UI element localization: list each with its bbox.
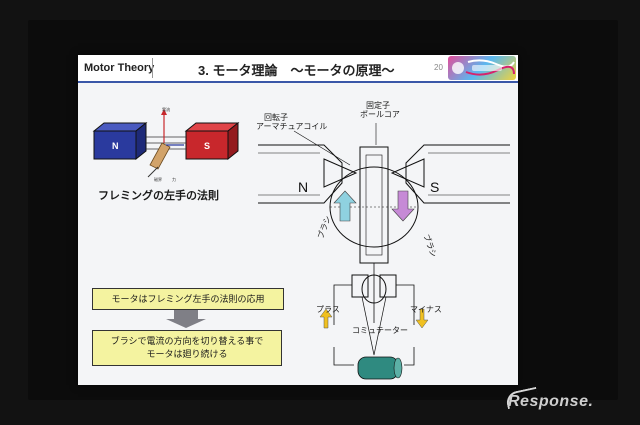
svg-text:N: N (112, 141, 119, 151)
svg-text:S: S (204, 141, 210, 151)
svg-text:力: 力 (172, 176, 176, 182)
plus-label: プラス (316, 305, 340, 314)
rotor-label-line2: アーマチュアコイル (256, 122, 327, 131)
rotor-label-line1: 回転子 (264, 113, 288, 122)
stator-label-line2: ポールコア (360, 110, 400, 119)
slide-title: 3. モータ理論 ～モータの原理～ (198, 60, 394, 79)
header-divider (152, 58, 153, 78)
svg-text:磁界: 磁界 (154, 176, 162, 182)
svg-text:N: N (298, 179, 308, 195)
commutator-label: コミュテーター (352, 326, 408, 335)
svg-text:S: S (430, 179, 439, 195)
summary-box-top: モータはフレミング左手の法則の応用 (92, 288, 284, 310)
minus-label: マイナス (410, 305, 442, 314)
svg-text:電流: 電流 (162, 106, 170, 112)
fleming-hand-illustration: N S 電流 磁界 力 (92, 103, 242, 183)
force-down-arrow (392, 191, 414, 221)
stator-label-line1: 固定子 (366, 101, 390, 110)
watermark-text: Response. (508, 393, 593, 411)
summary-box-bottom: ブラシで電流の方向を切り替える事で モータは廻り続ける (92, 330, 282, 366)
motor-can (358, 357, 398, 379)
summary-bottom-line2: モータは廻り続ける (93, 348, 281, 361)
south-pole-core (406, 145, 510, 203)
fleming-rule-label: フレミングの左手の法則 (98, 187, 219, 203)
force-up-arrow (334, 191, 356, 221)
down-arrow-icon (166, 310, 206, 328)
logo-graphic (448, 56, 516, 80)
page-number: 20 (434, 63, 443, 72)
app-label: Motor Theory (84, 62, 154, 74)
event-logo (448, 56, 516, 80)
hand-shape (150, 143, 170, 169)
presentation-slide: Motor Theory 3. モータ理論 ～モータの原理～ 20 N S (78, 55, 518, 385)
slide-header: Motor Theory 3. モータ理論 ～モータの原理～ 20 (78, 55, 518, 83)
summary-bottom-line1: ブラシで電流の方向を切り替える事で (93, 335, 281, 348)
